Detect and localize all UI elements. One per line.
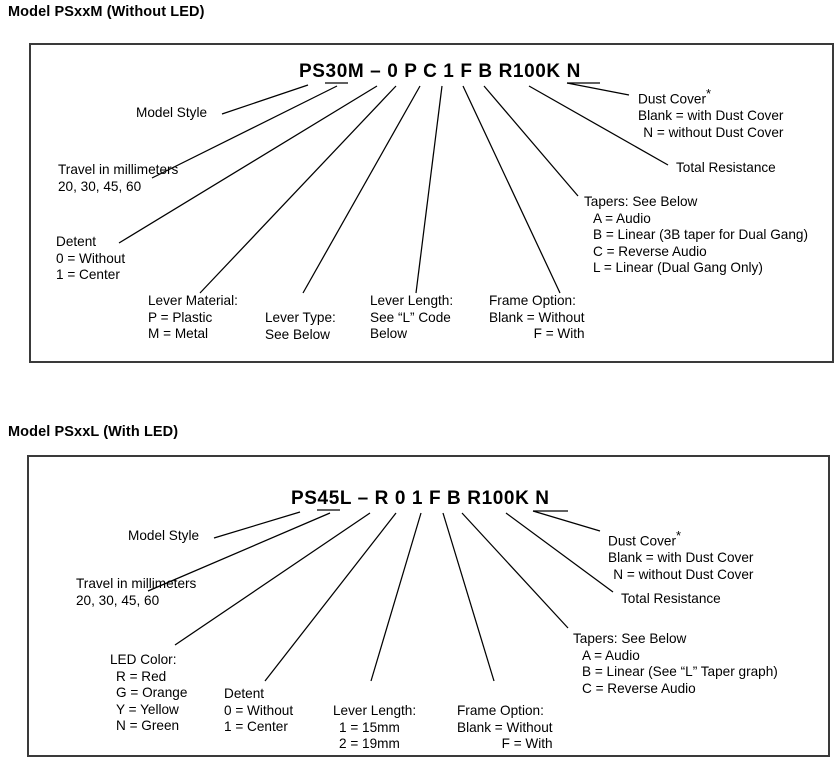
callout-option-2: 1 = Center — [224, 719, 288, 735]
section-heading-psxxm: Model PSxxM (Without LED) — [8, 4, 205, 20]
callout-option-3: C = Reverse Audio — [582, 680, 696, 696]
callout-model-style-psxxm: Model Style — [136, 105, 207, 122]
callout-title: Travel in millimeters — [76, 576, 197, 591]
callout-option-1: 1 = 15mm — [339, 719, 400, 735]
callout-option-1: Blank = Without — [489, 309, 585, 325]
callout-model-style-psxxl: Model Style — [128, 528, 199, 545]
callout-option-2: B = Linear (3B taper for Dual Gang) — [593, 227, 808, 243]
callout-title: Model Style — [136, 105, 208, 120]
section-heading-psxxl: Model PSxxL (With LED) — [8, 424, 179, 440]
callout-total-resistance-psxxm: Total Resistance — [676, 160, 776, 177]
callout-title: Detent — [224, 686, 265, 701]
callout-option-1: 0 = Without — [56, 250, 126, 266]
callout-title: Travel in millimeters — [58, 162, 179, 177]
footnote-asterisk-icon: * — [676, 528, 682, 543]
callout-option-1: A = Audio — [593, 210, 651, 226]
callout-title: Total Resistance — [676, 160, 776, 175]
callout-dust-cover-psxxm: Dust Cover* Blank = with Dust Cover N = … — [638, 86, 783, 141]
callout-option-3: C = Reverse Audio — [593, 243, 707, 259]
callout-led-color-psxxl: LED Color: R = Red G = Orange Y = Yellow… — [110, 652, 187, 735]
callout-option-1: A = Audio — [582, 647, 640, 663]
callout-option-1: Blank = with Dust Cover — [638, 108, 784, 124]
callout-lever-material-psxxm: Lever Material: P = Plastic M = Metal — [148, 293, 238, 343]
callout-title: Total Resistance — [621, 591, 721, 606]
dust-cover-label: Dust Cover — [638, 91, 706, 107]
callout-lever-length-psxxl: Lever Length: 1 = 15mm 2 = 19mm — [333, 703, 416, 753]
diagram-box-psxxl — [27, 455, 830, 757]
callout-frame-option-psxxl: Frame Option: Blank = Without F = With — [457, 703, 553, 753]
callout-frame-option-psxxm: Frame Option: Blank = Without F = With — [489, 293, 585, 343]
callout-title: Detent — [56, 234, 97, 249]
callout-option-3: Y = Yellow — [116, 701, 179, 717]
callout-lever-length-psxxm: Lever Length: See “L” Code Below — [370, 293, 453, 343]
callout-title: Lever Length: — [333, 703, 417, 718]
callout-option-1: R = Red — [116, 668, 167, 684]
callout-option-1: P = Plastic — [148, 309, 213, 325]
callout-option-4: L = Linear (Dual Gang Only) — [593, 260, 763, 276]
callout-detent-psxxl: Detent 0 = Without 1 = Center — [224, 686, 293, 736]
callout-title: Dust Cover* — [608, 528, 753, 550]
callout-option-2: N = without Dust Cover — [613, 566, 754, 582]
callout-option-1: 0 = Without — [224, 702, 294, 718]
callout-option-2: 1 = Center — [56, 267, 120, 283]
callout-option-1: See “L” Code — [370, 309, 451, 325]
callout-tapers-psxxl: Tapers: See Below A = Audio B = Linear (… — [573, 631, 778, 697]
callout-detent-psxxm: Detent 0 = Without 1 = Center — [56, 234, 125, 284]
callout-option-2: F = With — [533, 326, 585, 342]
footnote-asterisk-icon: * — [706, 86, 712, 101]
callout-option-2: B = Linear (See “L” Taper graph) — [582, 664, 778, 680]
callout-values: 20, 30, 45, 60 — [76, 592, 160, 608]
callout-option-2: N = without Dust Cover — [643, 124, 784, 140]
callout-travel-psxxm: Travel in millimeters 20, 30, 45, 60 — [58, 162, 178, 195]
callout-travel-psxxl: Travel in millimeters 20, 30, 45, 60 — [76, 576, 196, 609]
callout-title: Tapers: See Below — [573, 631, 687, 646]
callout-title: Frame Option: — [489, 293, 576, 308]
part-number-psxxl: PS45L – R 0 1 F B R100K N — [291, 488, 550, 509]
callout-option-1: Blank = Without — [457, 719, 553, 735]
callout-title: Frame Option: — [457, 703, 544, 718]
callout-option-4: N = Green — [116, 718, 180, 734]
callout-lever-type-psxxm: Lever Type: See Below — [265, 310, 336, 343]
part-number-psxxm: PS30M – 0 P C 1 F B R100K N — [299, 61, 581, 82]
callout-option-1: See Below — [265, 326, 330, 342]
callout-title: Lever Material: — [148, 293, 238, 308]
callout-total-resistance-psxxl: Total Resistance — [621, 591, 721, 608]
callout-title: Lever Type: — [265, 310, 336, 325]
callout-title: Lever Length: — [370, 293, 454, 308]
callout-option-1: Blank = with Dust Cover — [608, 550, 754, 566]
callout-title: Dust Cover* — [638, 86, 783, 108]
callout-title: Model Style — [128, 528, 200, 543]
callout-option-2: M = Metal — [148, 326, 209, 342]
callout-title: LED Color: — [110, 652, 177, 667]
callout-title: Tapers: See Below — [584, 194, 698, 209]
callout-option-2: F = With — [501, 736, 553, 752]
callout-option-2: Below — [370, 326, 408, 342]
callout-option-2: G = Orange — [116, 685, 188, 701]
callout-tapers-psxxm: Tapers: See Below A = Audio B = Linear (… — [584, 194, 808, 277]
callout-option-2: 2 = 19mm — [339, 736, 400, 752]
dust-cover-label: Dust Cover — [608, 533, 676, 549]
callout-values: 20, 30, 45, 60 — [58, 178, 142, 194]
callout-dust-cover-psxxl: Dust Cover* Blank = with Dust Cover N = … — [608, 528, 753, 583]
